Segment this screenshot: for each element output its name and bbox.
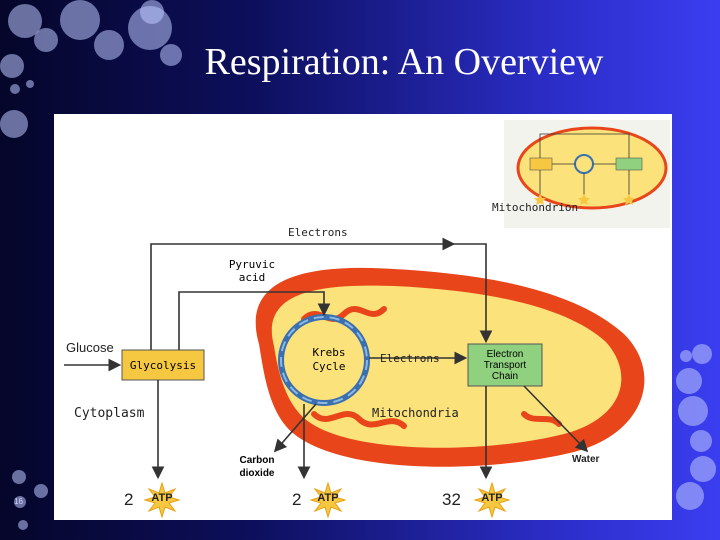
mitochondrion-shape: [255, 267, 645, 467]
krebs-cycle-ring: [278, 314, 370, 406]
atp-burst-glycolysis: ATP: [144, 482, 180, 518]
water-arrow: [523, 385, 589, 453]
water-label: Water: [572, 454, 600, 465]
etc-label: Electron Transport Chain: [483, 348, 527, 382]
electrons-top-label: Electrons: [288, 226, 348, 239]
decorative-bubble: [34, 28, 58, 52]
decorative-bubble: [140, 0, 164, 24]
electrons-top-arrow: [150, 237, 456, 350]
decorative-bubble: [160, 44, 182, 66]
decorative-bubble: [18, 520, 28, 530]
inset-thumbnail: [504, 120, 670, 228]
decorative-bubble: [678, 396, 708, 426]
decorative-bubble: [26, 80, 34, 88]
pyruvic-acid-arrow: [178, 291, 331, 350]
decorative-bubble: [676, 482, 704, 510]
decorative-bubble: [12, 470, 26, 484]
decorative-bubble: [680, 350, 692, 362]
glucose-label: Glucose: [66, 340, 114, 355]
decorative-bubble: [0, 110, 28, 138]
krebs-cycle-label: Krebs Cycle: [312, 346, 346, 373]
atp-count-etc: 32: [442, 490, 461, 509]
atp-star-icon: [474, 482, 510, 518]
atp-label: ATP: [481, 492, 503, 504]
atp-burst-etc: ATP: [474, 482, 510, 518]
atp-star-icon: [310, 482, 346, 518]
decorative-bubble: [10, 84, 20, 94]
decorative-bubble: [94, 30, 124, 60]
atp-count-glycolysis: 2: [124, 490, 134, 509]
decorative-bubble: [690, 456, 716, 482]
atp-count-krebs: 2: [292, 490, 302, 509]
atp-star-icon: [144, 482, 180, 518]
decorative-bubble: [690, 430, 712, 452]
cytoplasm-label: Cytoplasm: [74, 406, 145, 421]
diagram-svg: [64, 120, 670, 480]
decorative-bubble: [0, 54, 24, 78]
decorative-bubble: [34, 484, 48, 498]
carbon-dioxide-label: Carbon dioxide: [239, 455, 275, 479]
atp-label: ATP: [151, 492, 173, 504]
glycolysis-label: Glycolysis: [129, 358, 197, 372]
decorative-bubble: [60, 0, 100, 40]
atp-label: ATP: [317, 492, 339, 504]
page-number: 16: [14, 497, 23, 506]
inset-mitochondrion-label: Mitochondrion: [492, 201, 579, 214]
electrons-down-arrow: [452, 243, 493, 344]
slide-title: Respiration: An Overview: [204, 41, 604, 83]
diagram-panel: Mitochondrion Electrons Pyruvic acid Glu…: [54, 114, 672, 520]
pyruvic-acid-label: Pyruvic acid: [228, 258, 276, 284]
electrons-mid-label: Electrons: [380, 352, 440, 365]
etc-box: [467, 343, 543, 387]
decorative-bubble: [676, 368, 702, 394]
carbon-dioxide-arrow: [273, 403, 317, 453]
glycolysis-box: [121, 349, 205, 381]
decorative-bubble: [14, 496, 26, 508]
mitochondria-label: Mitochondria: [372, 406, 459, 420]
decorative-bubble: [692, 344, 712, 364]
atp-burst-krebs: ATP: [310, 482, 346, 518]
